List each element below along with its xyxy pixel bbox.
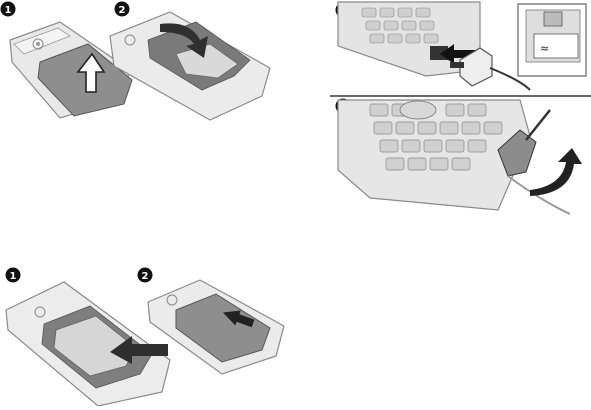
svg-text:2: 2	[142, 271, 149, 282]
panel-insert-battery: 1 2	[0, 264, 300, 406]
svg-text:2: 2	[119, 5, 126, 16]
panel-charge-phone: 1 ≈	[330, 0, 591, 220]
remove-cover-illustration: 1 2	[0, 0, 300, 140]
step-badge-2: 2	[138, 268, 153, 283]
step-badge-1: 1	[6, 268, 21, 283]
battery-cover	[176, 294, 270, 362]
insert-battery-illustration: 1 2	[0, 264, 300, 406]
curved-arrow-icon	[530, 148, 582, 196]
step-badge-2: 2	[115, 2, 130, 17]
charger-cable	[526, 110, 550, 140]
panel-remove-cover: 1 2	[0, 0, 300, 140]
phone-open-illustration	[110, 12, 270, 120]
charging-illustration: 1 ≈	[330, 0, 591, 220]
svg-text:1: 1	[10, 271, 17, 282]
power-outlet-icon: ≈	[518, 4, 586, 76]
step-badge-1: 1	[1, 2, 16, 17]
charger-mark: ≈	[540, 42, 549, 55]
svg-text:1: 1	[5, 5, 12, 16]
